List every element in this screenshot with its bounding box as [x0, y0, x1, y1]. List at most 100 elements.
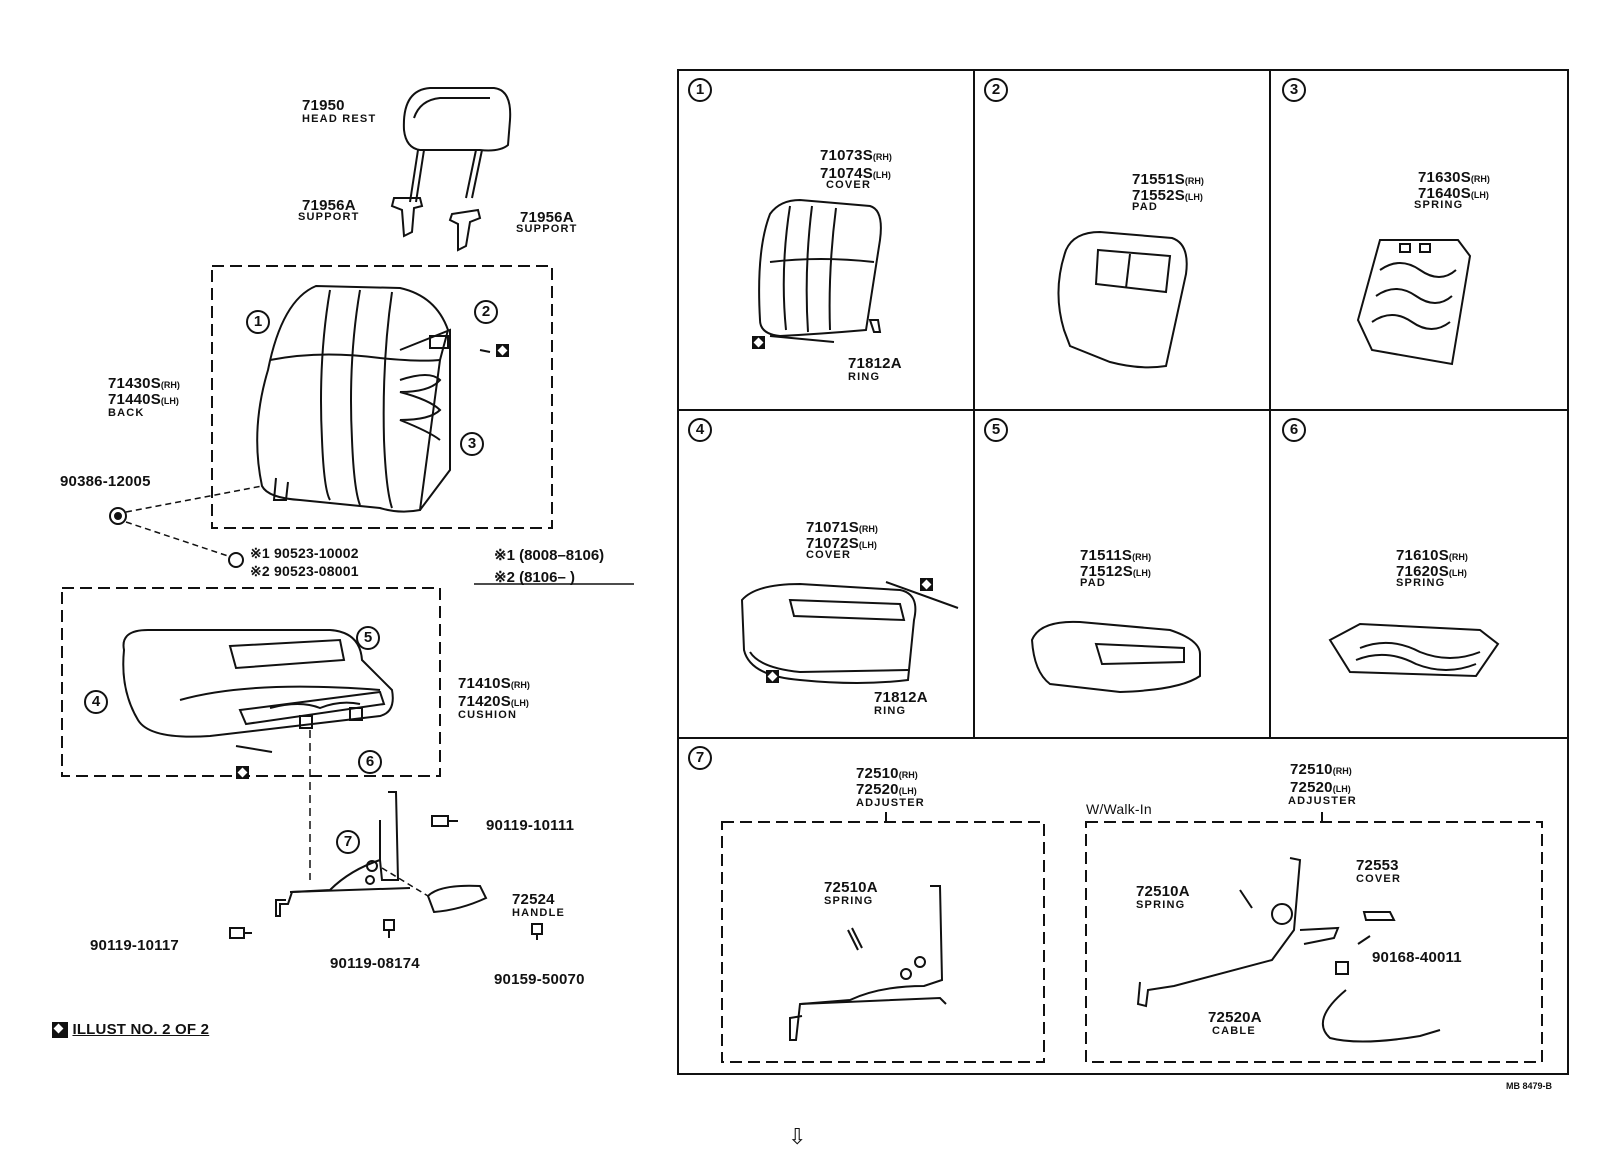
- callout-2: 2: [474, 300, 498, 324]
- panel-3-part-name: SPRING: [1414, 199, 1464, 211]
- seat-back-drawing: [256, 284, 491, 513]
- illust-number-note: ILLUST NO. 2 OF 2: [52, 1022, 209, 1038]
- panel-6-lh-number: 71620S(LH): [1396, 563, 1467, 580]
- adjuster-a-drawing: [789, 885, 947, 1041]
- callout-7: 7: [336, 830, 360, 854]
- panel-2-rh-number: 71551S(RH): [1132, 171, 1204, 188]
- bolt2-drawing: [229, 927, 252, 939]
- panel-6-rh-number: 71610S(RH): [1396, 547, 1468, 564]
- note-2: ※2 (8106– ): [494, 569, 575, 586]
- panel-6-number: 6: [1282, 418, 1306, 442]
- panel-1-number: 1: [688, 78, 712, 102]
- nut-part-number: 90386-12005: [60, 473, 151, 490]
- seat-cushion-drawing: [122, 629, 394, 753]
- next-page-arrow-icon[interactable]: ⇩: [788, 1124, 807, 1149]
- head-rest-part-number: 71950: [302, 97, 345, 114]
- panel-1-ring-number: 71812A: [848, 355, 902, 372]
- back-spring-drawing: [1356, 239, 1472, 366]
- bolt1-drawing: [431, 815, 458, 827]
- walk-in-label: W/Walk-In: [1086, 801, 1152, 817]
- support-left-part-name: SUPPORT: [298, 211, 360, 223]
- back-rh-part-number: 71430S(RH): [108, 375, 180, 392]
- support-right-part-name: SUPPORT: [516, 223, 578, 235]
- detail-panel-grid: [677, 69, 1569, 1075]
- callout-3: 3: [460, 432, 484, 456]
- panel-4-lh-number: 71072S(LH): [806, 535, 877, 552]
- panel-7-cover-name: COVER: [1356, 873, 1402, 885]
- panel-7-spring-b-number: 72510A: [1136, 883, 1190, 900]
- support-left-part-number: 71956A: [302, 197, 356, 214]
- panel-4-ring-name: RING: [874, 705, 907, 717]
- handle-drawing: [426, 884, 488, 914]
- panel-7-spring-a-number: 72510A: [824, 879, 878, 896]
- illust-reference-icon: [920, 578, 933, 591]
- panel-2-lh-number: 71552S(LH): [1132, 187, 1203, 204]
- adjuster-b-drawing: [1136, 857, 1441, 1043]
- support-left-drawing: [390, 197, 424, 238]
- panel-7-adjuster-b-rh: 72510(RH): [1290, 761, 1352, 778]
- callout-5: 5: [356, 626, 380, 650]
- panel-7-cover-number: 72553: [1356, 857, 1399, 874]
- panel-1-rh-number: 71073S(RH): [820, 147, 892, 164]
- adjuster-box: [721, 821, 1045, 1063]
- panel-7-bolt-number: 90168-40011: [1372, 949, 1462, 966]
- panel-3-number: 3: [1282, 78, 1306, 102]
- panel-3-lh-number: 71640S(LH): [1418, 185, 1489, 202]
- panel-7-adjuster-b-lh: 72520(LH): [1290, 779, 1351, 796]
- callout-6: 6: [358, 750, 382, 774]
- cushion-part-name: CUSHION: [458, 709, 518, 721]
- support-right-drawing: [448, 208, 482, 252]
- bolt3-drawing: [383, 919, 395, 938]
- back-pad-drawing: [1057, 230, 1188, 369]
- washer-drawing: [228, 552, 244, 568]
- illust-reference-icon: [752, 336, 765, 349]
- handle-part-name: HANDLE: [512, 907, 566, 919]
- panel-1-part-name: COVER: [826, 179, 872, 191]
- cushion-rh-part-number: 71410S(RH): [458, 675, 530, 692]
- cushion-assembly-box: [61, 587, 441, 777]
- callout-1: 1: [246, 310, 270, 334]
- panel-7-adjuster-a-lh: 72520(LH): [856, 781, 917, 798]
- illust-reference-icon: [496, 344, 509, 357]
- illust-reference-icon: [766, 670, 779, 683]
- nut-drawing: [109, 507, 127, 525]
- bolt-1-part-number: 90119-10111: [486, 817, 575, 834]
- head-rest-drawing: [402, 87, 512, 203]
- panel-2-number: 2: [984, 78, 1008, 102]
- panel-4-number: 4: [688, 418, 712, 442]
- panel-5-number: 5: [984, 418, 1008, 442]
- adjuster-drawing: [275, 730, 411, 917]
- bolt-3-part-number: 90119-08174: [330, 955, 420, 972]
- panel-4-part-name: COVER: [806, 549, 852, 561]
- panel-5-rh-number: 71511S(RH): [1080, 547, 1152, 564]
- washer-2-part-number: ※2 90523-08001: [250, 563, 359, 579]
- cushion-pad-drawing: [1030, 620, 1201, 694]
- panel-7-spring-b-name: SPRING: [1136, 899, 1186, 911]
- washer-1-part-number: ※1 90523-10002: [250, 545, 359, 561]
- cushion-cover-drawing: [740, 581, 959, 684]
- panel-6-part-name: SPRING: [1396, 577, 1446, 589]
- back-lh-part-number: 71440S(LH): [108, 391, 179, 408]
- panel-7-adjuster-a-name: ADJUSTER: [856, 797, 925, 809]
- callout-4: 4: [84, 690, 108, 714]
- screw-part-number: 90159-50070: [494, 971, 585, 988]
- panel-7-cable-name: CABLE: [1212, 1025, 1256, 1037]
- panel-4-ring-number: 71812A: [874, 689, 928, 706]
- panel-7-adjuster-a-rh: 72510(RH): [856, 765, 918, 782]
- panel-2-part-name: PAD: [1132, 201, 1159, 213]
- screw-drawing: [531, 923, 543, 940]
- back-cover-drawing: [758, 198, 882, 343]
- walk-in-adjuster-box: [1085, 821, 1543, 1063]
- back-part-name: BACK: [108, 407, 145, 419]
- panel-7-spring-a-name: SPRING: [824, 895, 874, 907]
- reference-code: MB 8479-B: [1506, 1081, 1553, 1091]
- panel-1-ring-name: RING: [848, 371, 881, 383]
- panel-7-number: 7: [688, 746, 712, 770]
- panel-7-adjuster-b-name: ADJUSTER: [1288, 795, 1357, 807]
- panel-1-lh-number: 71074S(LH): [820, 165, 891, 182]
- handle-part-number: 72524: [512, 891, 555, 908]
- cushion-spring-drawing: [1328, 622, 1500, 678]
- head-rest-part-name: HEAD REST: [302, 113, 377, 125]
- illust-reference-icon: [52, 1022, 68, 1038]
